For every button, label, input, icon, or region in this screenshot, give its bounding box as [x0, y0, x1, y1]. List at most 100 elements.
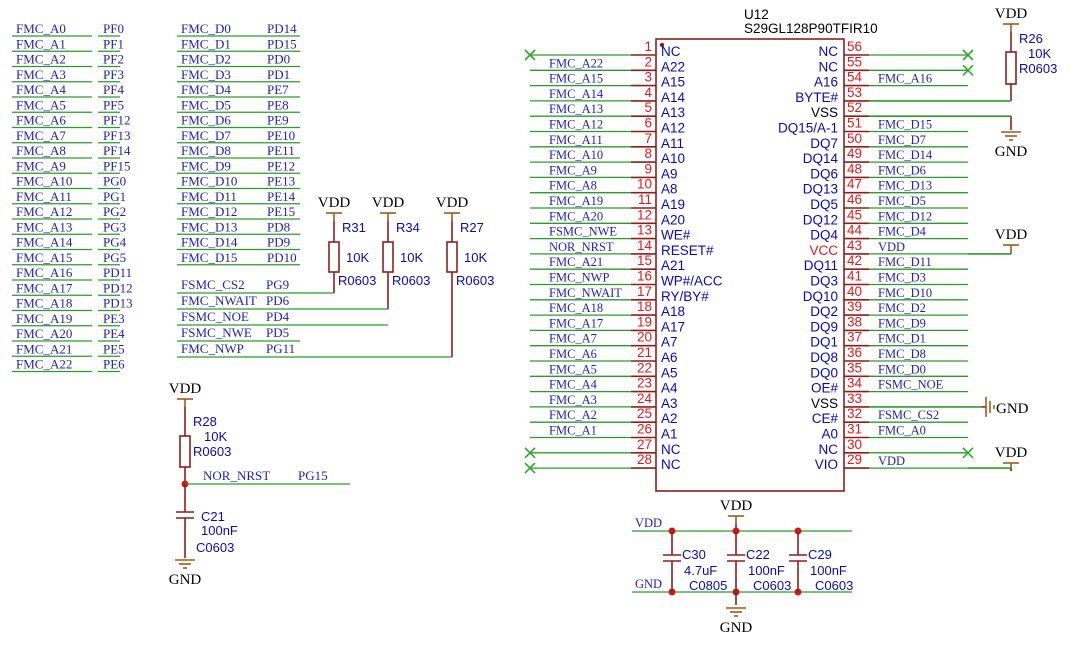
- net-label: FMC_A9: [549, 163, 597, 177]
- port-label: PF12: [103, 113, 130, 128]
- net-label: FMC_D3: [181, 67, 231, 82]
- port-label: PG3: [103, 219, 126, 234]
- net-label: FMC_D1: [181, 36, 231, 51]
- no-connect-mark-b: [524, 447, 536, 459]
- pin-number: 40: [847, 284, 862, 299]
- net-label: FMC_A8: [16, 143, 66, 158]
- pin-name: NC: [661, 44, 681, 59]
- net-label: FMC_D11: [878, 255, 932, 269]
- r28-package: R0603: [193, 444, 231, 459]
- resistor-body: [328, 241, 340, 273]
- net-label: FMC_A13: [549, 102, 603, 116]
- pin-name: DQ11: [804, 258, 838, 273]
- pin-number: 18: [637, 299, 652, 314]
- r28-value: 10K: [204, 429, 227, 444]
- port-label: PF14: [103, 143, 131, 158]
- port-label: PF15: [103, 158, 130, 173]
- pin-name: A8: [661, 182, 678, 197]
- pin-number: 13: [637, 223, 652, 238]
- net-label: FSMC_CS2: [878, 408, 939, 422]
- port-label: PD0: [267, 52, 290, 67]
- vdd-net-label: VDD: [635, 516, 662, 530]
- pin-number: 49: [847, 146, 862, 161]
- port-label: PD5: [266, 325, 289, 340]
- pin-name: A14: [661, 90, 686, 105]
- net-label: FMC_A7: [549, 332, 597, 346]
- pin-number: 38: [847, 314, 862, 329]
- c21-ref: C21: [201, 509, 225, 524]
- pin-name: A17: [661, 319, 685, 334]
- pin-number: 42: [847, 253, 862, 268]
- port-label: PG0: [103, 174, 126, 189]
- net-label: FMC_A15: [549, 72, 603, 86]
- gnd-symbol-label: GND: [995, 144, 1028, 160]
- vdd-symbol-label: VDD: [995, 6, 1028, 22]
- pin-name: DQ13: [803, 182, 838, 197]
- net-label: FMC_A4: [549, 378, 598, 392]
- port-label: PD14: [267, 21, 297, 36]
- pin-name: RY/BY#: [661, 289, 709, 304]
- port-label: PE11: [267, 143, 295, 158]
- port-label: PG11: [266, 341, 295, 356]
- net-label: FMC_D8: [181, 143, 231, 158]
- pin-number: 6: [644, 116, 652, 131]
- net-label: FMC_A17: [16, 280, 73, 295]
- net-label: FMC_D15: [181, 250, 237, 265]
- pin-number: 14: [637, 238, 653, 253]
- port-label: PD8: [267, 219, 290, 234]
- net-label: FMC_A3: [549, 393, 597, 407]
- resistor-package: R0603: [456, 273, 494, 288]
- net-label: NOR_NRST: [203, 468, 270, 483]
- pin-name: DQ0: [810, 365, 838, 380]
- r28-ref: R28: [193, 414, 217, 429]
- net-label: FMC_D13: [878, 179, 932, 193]
- port-label: PD1: [267, 67, 290, 82]
- pin-name: DQ3: [810, 274, 838, 289]
- pin-number: 7: [644, 131, 652, 146]
- port-label: PG1: [103, 189, 126, 204]
- port-label: PE8: [267, 97, 289, 112]
- port-label: PF5: [103, 97, 124, 112]
- net-label: VDD: [878, 240, 905, 254]
- no-connect-mark-b: [962, 49, 974, 61]
- pin-number: 24: [637, 391, 653, 406]
- pin-name: OE#: [811, 381, 839, 396]
- cap-value: 4.7uF: [684, 563, 717, 578]
- r26-ref: R26: [1019, 31, 1043, 46]
- pin-number: 29: [847, 452, 862, 467]
- port-label: PG15: [298, 468, 328, 483]
- net-label: FMC_A0: [16, 21, 66, 36]
- net-label: FSMC_CS2: [181, 277, 245, 292]
- pin-name: DQ15/A-1: [778, 121, 838, 136]
- pin-number: 21: [637, 345, 652, 360]
- net-label: FMC_D12: [878, 209, 932, 223]
- pin-name: A7: [661, 335, 678, 350]
- pin-name: RESET#: [661, 243, 714, 258]
- vdd-symbol-label: VDD: [436, 195, 469, 211]
- pin-number: 20: [637, 330, 652, 345]
